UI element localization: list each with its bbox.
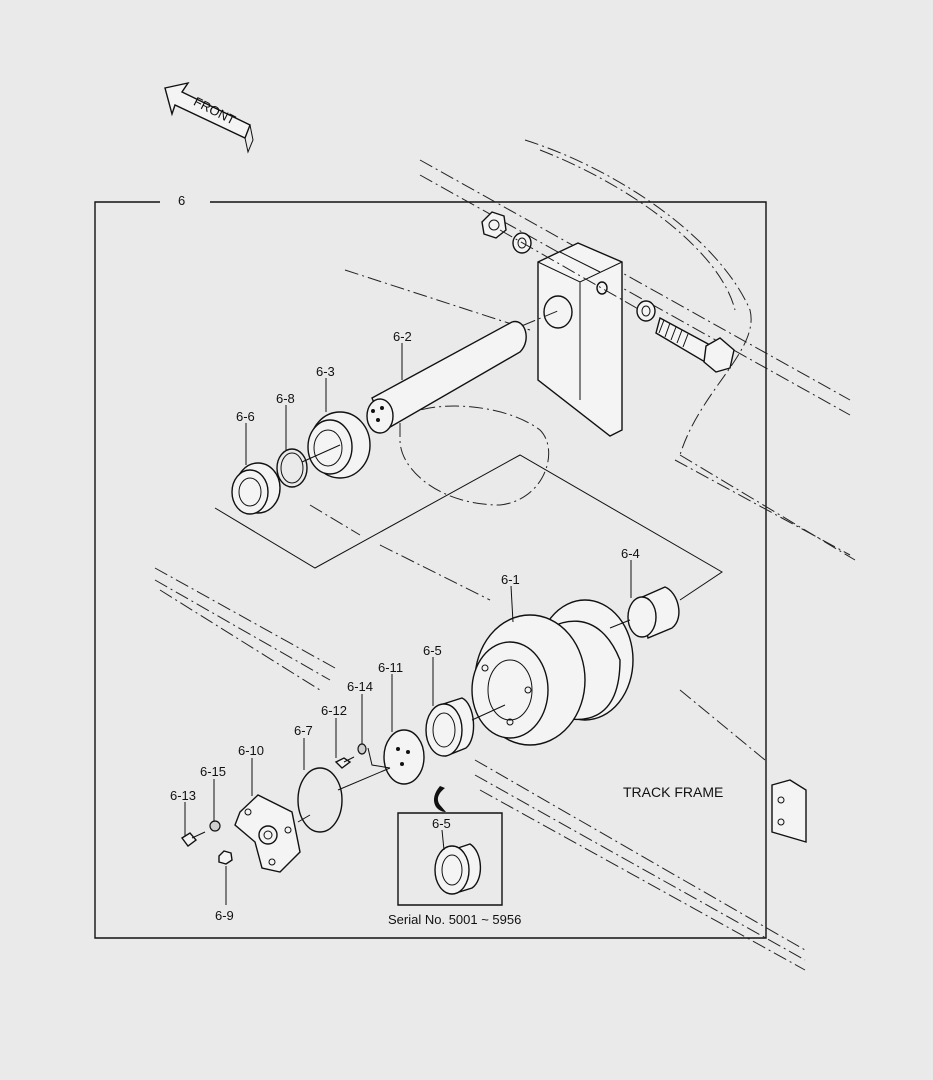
part-6-9-plug bbox=[218, 850, 233, 865]
part-6-1-roller bbox=[471, 599, 634, 746]
part-labels: 6-2 6-3 6-8 6-6 6-1 6-4 6-5 6-11 6-14 6-… bbox=[170, 329, 723, 927]
part-6-5-bushing bbox=[425, 697, 506, 757]
label-6-1: 6-1 bbox=[501, 572, 520, 587]
label-6-3: 6-3 bbox=[316, 364, 335, 379]
part-6-10-end-cap bbox=[234, 794, 311, 873]
label-6-14: 6-14 bbox=[347, 679, 373, 694]
part-6-12-bolt bbox=[334, 756, 355, 769]
part-6-11-cover bbox=[367, 729, 425, 785]
label-6-15: 6-15 bbox=[200, 764, 226, 779]
label-6-5-inset: 6-5 bbox=[432, 816, 451, 831]
label-6-2: 6-2 bbox=[393, 329, 412, 344]
label-6-6: 6-6 bbox=[236, 409, 255, 424]
part-6-6-collar bbox=[231, 444, 341, 515]
right-bracket bbox=[771, 779, 807, 843]
part-6-8-o-ring bbox=[276, 448, 308, 488]
part-6-15-washer bbox=[209, 820, 221, 832]
group-label: 6 bbox=[178, 193, 185, 208]
label-6-11: 6-11 bbox=[378, 660, 403, 675]
leader-lines bbox=[184, 343, 632, 905]
group-frame: 6 bbox=[94, 193, 767, 939]
track-frame-outline bbox=[154, 139, 856, 971]
part-6-14-washer bbox=[357, 743, 367, 755]
front-arrow: FRONT bbox=[164, 81, 254, 154]
part-6-13-bolt bbox=[180, 831, 206, 847]
part-6-7-o-ring bbox=[297, 767, 391, 833]
part-6-2-shaft bbox=[366, 320, 527, 434]
track-frame-label: TRACK FRAME bbox=[623, 784, 723, 800]
label-6-7: 6-7 bbox=[294, 723, 313, 738]
label-6-8: 6-8 bbox=[276, 391, 295, 406]
label-6-5: 6-5 bbox=[423, 643, 442, 658]
label-6-10: 6-10 bbox=[238, 743, 264, 758]
label-6-13: 6-13 bbox=[170, 788, 196, 803]
serial-inset bbox=[397, 786, 503, 906]
label-6-4: 6-4 bbox=[621, 546, 640, 561]
mounting-bracket bbox=[499, 242, 623, 437]
label-6-12: 6-12 bbox=[321, 703, 347, 718]
bolt-and-nut bbox=[481, 211, 735, 373]
part-6-4-bushing bbox=[609, 586, 680, 639]
serial-label: Serial No. 5001 ~ 5956 bbox=[388, 912, 521, 927]
label-6-9: 6-9 bbox=[215, 908, 234, 923]
upper-group-lines bbox=[214, 454, 723, 601]
